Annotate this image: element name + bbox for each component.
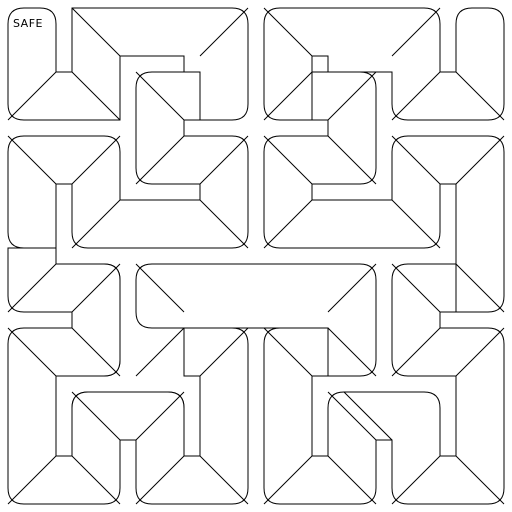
tile-top-right[interactable] <box>263 7 505 121</box>
tile-left-middle[interactable] <box>7 247 377 505</box>
safe-label: SAFE <box>13 17 43 30</box>
tile-top-right-hook[interactable] <box>263 71 505 313</box>
tile-top-center-hook[interactable] <box>7 71 249 249</box>
tile-bottom-right[interactable] <box>263 263 505 505</box>
tile-top-left[interactable] <box>7 7 249 121</box>
